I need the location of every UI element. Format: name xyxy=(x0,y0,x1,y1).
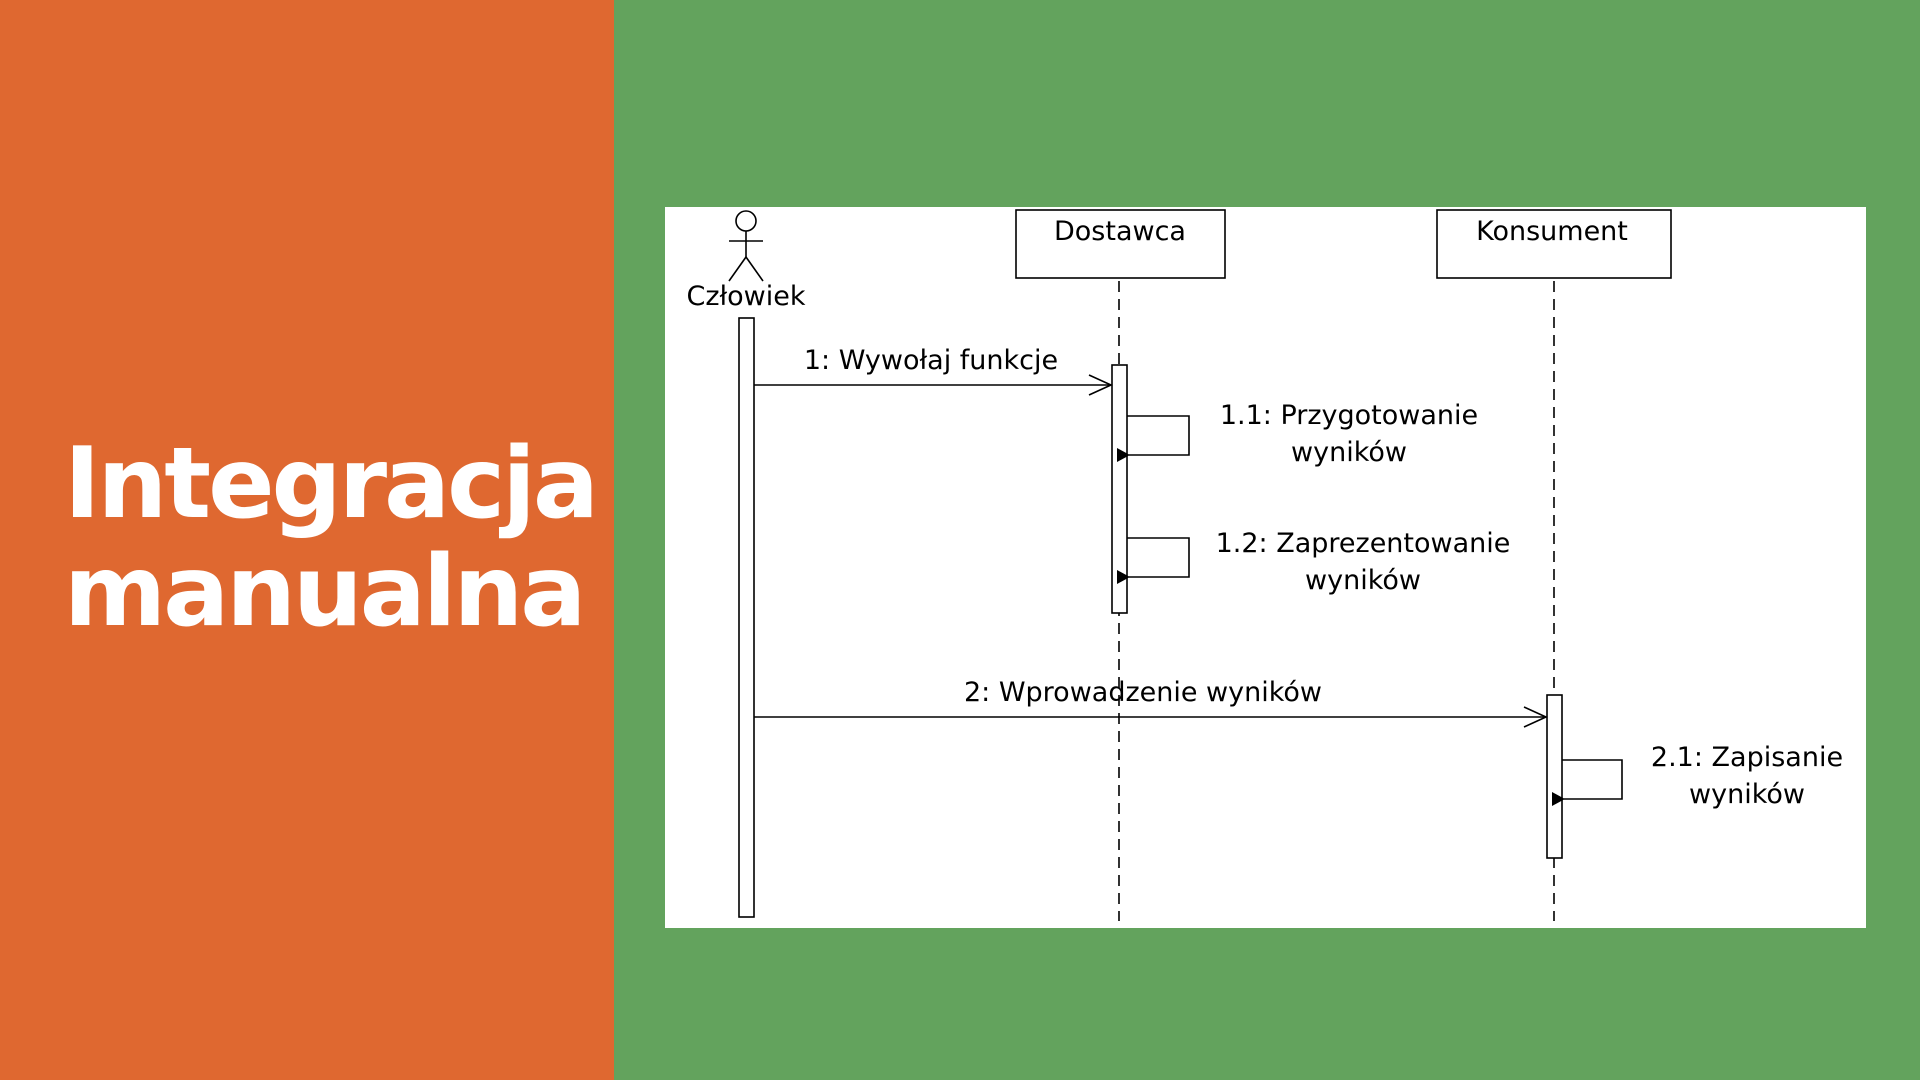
save-message-label-line2: wyników xyxy=(1689,779,1805,810)
save-self-message-arrow xyxy=(1552,759,1623,806)
input-message-label: 2: Wprowadzenie wyników xyxy=(964,677,1322,708)
provider-label: Dostawca xyxy=(1054,216,1186,247)
human-label: Człowiek xyxy=(686,281,805,312)
slide-title: Integracja manualna xyxy=(64,427,599,649)
save-message-label-line1: 2.1: Zapisanie xyxy=(1651,742,1843,773)
sequence-diagram-canvas: Człowiek Dostawca Konsument 1: Wywołaj f… xyxy=(686,209,1843,921)
present-self-message-arrow xyxy=(1117,537,1190,584)
provider-box xyxy=(1015,209,1226,279)
prepare-self-message-arrow xyxy=(1117,415,1190,462)
present-message-label-line2: wyników xyxy=(1305,565,1421,596)
human-actor-icon xyxy=(728,210,764,282)
call-message-label: 1: Wywołaj funkcje xyxy=(804,345,1058,376)
consumer-activation-bar xyxy=(1546,694,1563,859)
consumer-box xyxy=(1436,209,1672,279)
input-message-arrow xyxy=(754,706,1548,728)
slide-title-line1: Integracja xyxy=(64,427,599,541)
present-message-label-line1: 1.2: Zaprezentowanie xyxy=(1216,528,1511,559)
call-message-arrow xyxy=(754,374,1113,396)
human-activation-bar xyxy=(738,317,755,918)
left-panel: Integracja manualna xyxy=(0,0,614,1080)
sequence-diagram: Człowiek Dostawca Konsument 1: Wywołaj f… xyxy=(665,207,1866,928)
prepare-message-label-line1: 1.1: Przygotowanie xyxy=(1220,400,1478,431)
provider-activation-bar xyxy=(1111,364,1128,614)
slide-title-line2: manualna xyxy=(64,535,586,649)
prepare-message-label-line2: wyników xyxy=(1291,437,1407,468)
consumer-label: Konsument xyxy=(1476,216,1628,247)
